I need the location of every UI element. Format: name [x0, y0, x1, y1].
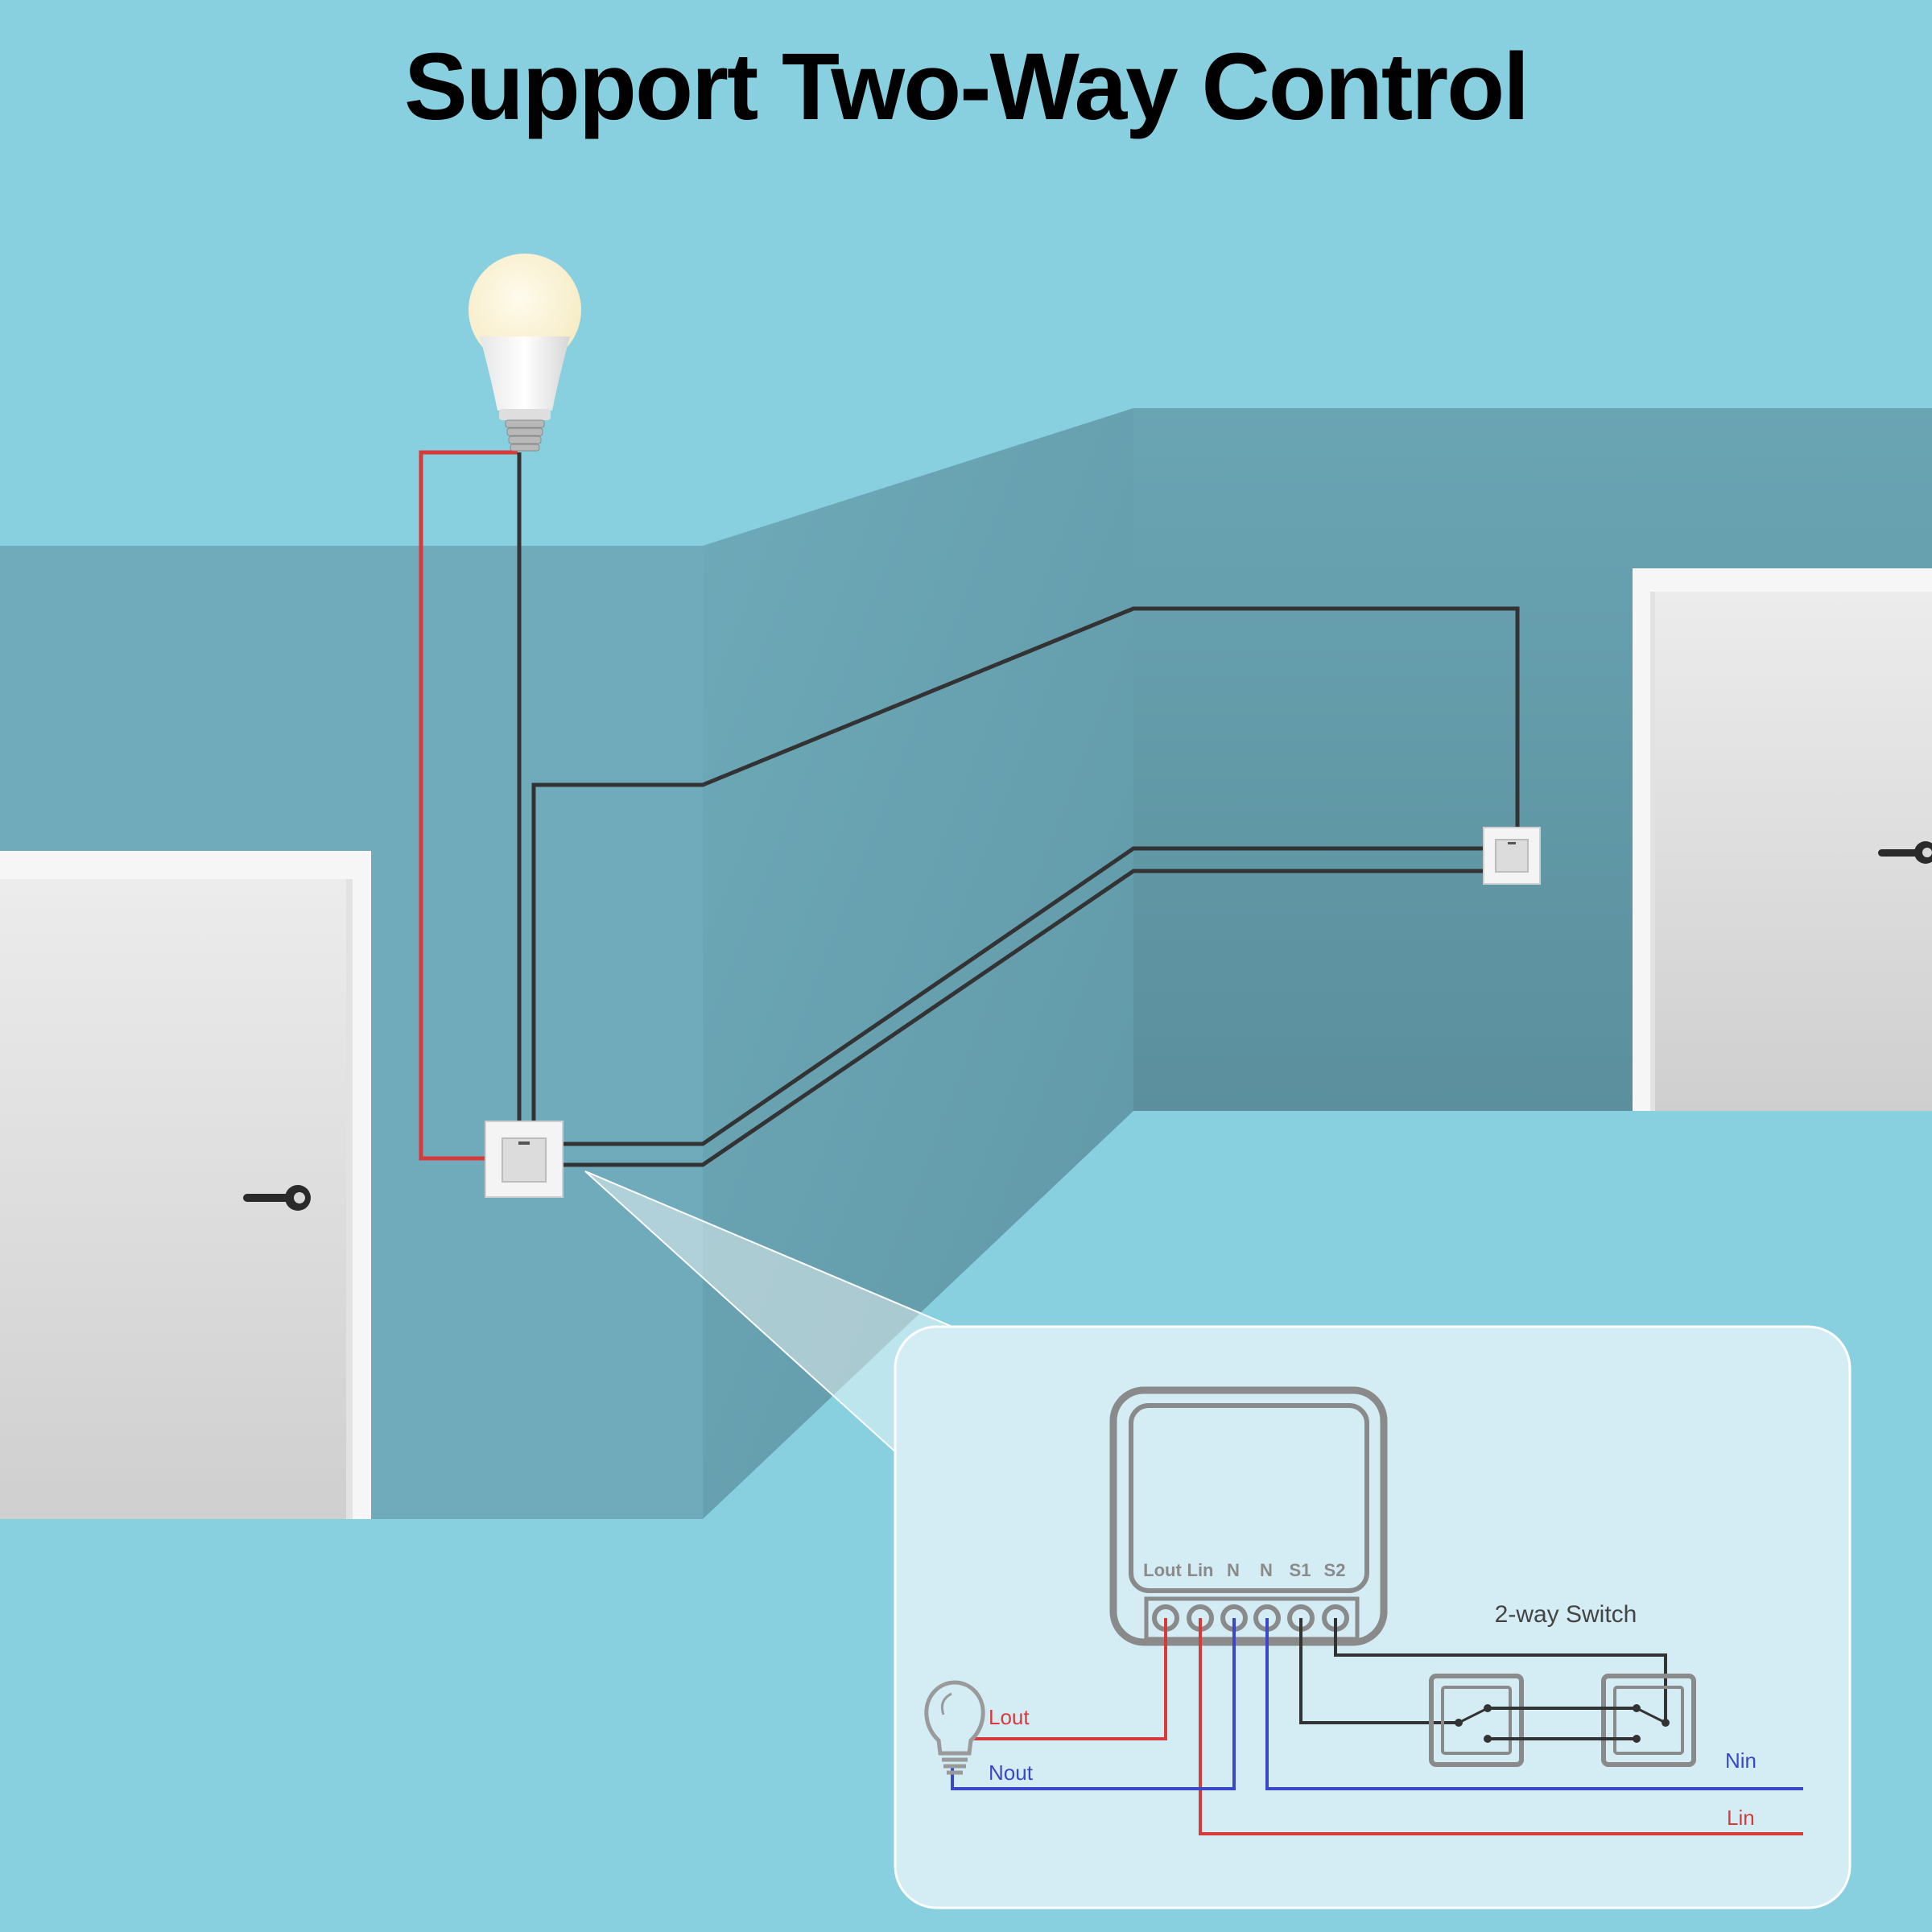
terminal-label-n1: N: [1227, 1560, 1240, 1580]
terminal-label-lout: Lout: [1143, 1560, 1182, 1580]
middle-wall: [703, 408, 1133, 1519]
terminal-label-s2: S2: [1324, 1560, 1346, 1580]
wall-switch-icon[interactable]: [1483, 827, 1541, 885]
terminal-labels: Lout Lin N N S1 S2: [1143, 1560, 1345, 1580]
s1-wire: [1299, 1618, 1459, 1724]
terminal-label-lin: Lin: [1187, 1560, 1214, 1580]
switch-label: 2-way Switch: [1495, 1601, 1637, 1628]
traveler-wire-top: [531, 606, 1520, 1127]
smart-module: [1109, 1386, 1388, 1646]
nin-wire: [1265, 1618, 1803, 1790]
two-way-switch-right: [1601, 1674, 1696, 1767]
wire-label-lout: Lout: [989, 1705, 1030, 1729]
page-title: Support Two-Way Control: [404, 34, 1530, 140]
door-handle-icon[interactable]: [243, 1185, 311, 1211]
nout-wire: [951, 1618, 1236, 1790]
wiring-inset: Lout Lin N N S1 S2: [894, 1325, 1852, 1909]
right-door: [1633, 568, 1932, 1111]
lout-wire: [974, 1618, 1167, 1740]
left-door: [0, 851, 371, 1519]
bulb-outline-icon: [924, 1680, 985, 1775]
traveler-wires-inset: [1488, 1707, 1637, 1740]
light-bulb-icon: [469, 254, 581, 452]
terminal-label-s1: S1: [1290, 1560, 1311, 1580]
wire-label-nout: Nout: [989, 1761, 1034, 1785]
two-way-switch-left: [1429, 1674, 1524, 1767]
traveler-wire-1: [561, 846, 1484, 1146]
scene-wiring: [419, 450, 1520, 1167]
wall-switch-icon[interactable]: [485, 1121, 564, 1198]
lin-wire: [1199, 1618, 1803, 1835]
terminal-label-n2: N: [1260, 1560, 1273, 1580]
door-handle-icon[interactable]: [1878, 841, 1932, 864]
wire-label-lin: Lin: [1727, 1806, 1755, 1830]
live-wire: [419, 450, 518, 1161]
traveler-wire-2: [561, 869, 1484, 1167]
wire-label-nin: Nin: [1725, 1748, 1757, 1773]
